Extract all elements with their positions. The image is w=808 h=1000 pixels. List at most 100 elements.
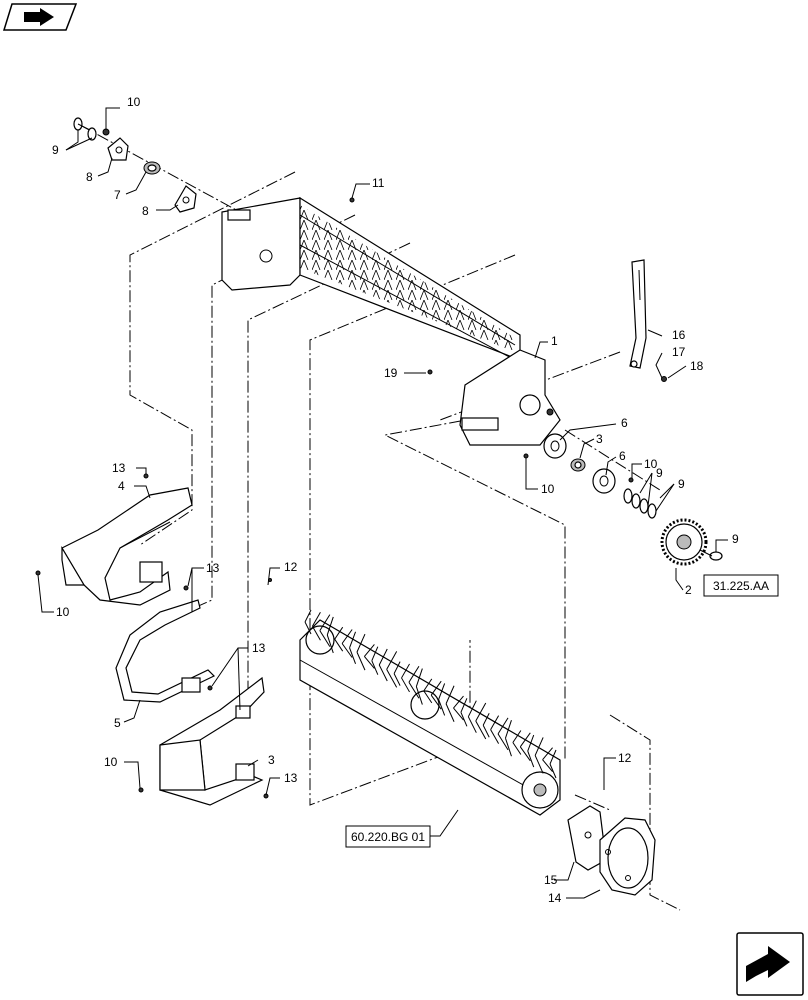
previous-page-arrow-icon[interactable] xyxy=(2,3,78,31)
upper-shield xyxy=(61,487,193,606)
end-plate-14 xyxy=(599,817,656,896)
rotor-tine xyxy=(519,732,531,748)
rotor-tine xyxy=(527,750,535,768)
callout-4: 4 xyxy=(118,479,125,493)
callout-9: 9 xyxy=(732,532,739,546)
rotor-tine xyxy=(519,746,531,762)
pin-hardware xyxy=(73,117,110,141)
callout-9: 9 xyxy=(678,477,685,491)
callout-13: 13 xyxy=(112,461,126,475)
spring-washers xyxy=(623,477,657,519)
rotor-tine xyxy=(423,678,433,692)
rotor-tine xyxy=(378,664,388,682)
rotor-tine xyxy=(542,747,553,761)
rotor-tine xyxy=(371,660,379,675)
reference-label-sprocket: 31.225.AA xyxy=(713,579,769,593)
rotor-tine xyxy=(497,733,509,751)
rotor-tine xyxy=(467,716,477,733)
rotor-tine xyxy=(356,633,366,653)
rotor-tine xyxy=(423,690,433,704)
rotor-tine xyxy=(549,763,557,779)
rotor-tine xyxy=(467,700,477,717)
rotor-tine xyxy=(341,629,353,644)
callout-11: 11 xyxy=(372,176,385,190)
reference-box-rotor[interactable]: 60.220.BG 01 xyxy=(345,825,431,848)
lower-shield xyxy=(159,676,265,806)
rotor-tine xyxy=(349,647,357,664)
callout-3: 3 xyxy=(268,753,275,767)
rotor-tine xyxy=(534,737,544,756)
leader-lines xyxy=(37,107,728,899)
rotor-tine xyxy=(364,644,375,657)
callout-10: 10 xyxy=(56,605,70,619)
rotor-tine xyxy=(542,759,553,773)
callout-10: 10 xyxy=(127,95,141,109)
rotor-tine xyxy=(304,621,312,635)
rotor-tine xyxy=(393,673,401,686)
rotor-tine xyxy=(460,698,468,713)
rotor-tine xyxy=(475,720,487,740)
callout-10: 10 xyxy=(644,457,658,471)
rotor-tine xyxy=(319,630,331,647)
rotor-tine xyxy=(364,656,375,669)
part-callouts: 10 9 8 7 8 11 19 1 16 17 18 6 3 6 10 9 9… xyxy=(52,95,739,905)
rotor-tine xyxy=(311,612,321,627)
rotor-tine xyxy=(304,609,312,623)
rotor-tine xyxy=(504,738,512,757)
rotor-tine xyxy=(349,631,357,648)
drive-flange-2 xyxy=(592,468,616,494)
rotor-tine xyxy=(415,686,423,705)
lever-arm xyxy=(629,259,667,382)
rotor-tine xyxy=(453,695,464,709)
rotor-tine xyxy=(512,730,522,743)
reference-label-rotor: 60.220.BG 01 xyxy=(351,830,425,844)
rotor-tine xyxy=(393,661,401,674)
rotor-tine xyxy=(453,707,464,721)
main-frame-assembly xyxy=(221,196,561,446)
callout-15: 15 xyxy=(544,873,558,887)
callout-9: 9 xyxy=(656,466,663,480)
rotor-tine xyxy=(438,699,446,716)
drive-sprocket xyxy=(660,518,723,566)
rotor-tine xyxy=(512,742,522,755)
rotor-tine xyxy=(445,685,455,704)
callout-5: 5 xyxy=(114,716,121,730)
rotor-tine xyxy=(438,683,446,700)
callout-2: 2 xyxy=(685,583,692,597)
callout-17: 17 xyxy=(672,345,686,359)
rotor-tine xyxy=(490,729,500,744)
callout-16: 16 xyxy=(672,328,686,342)
rotor-tine xyxy=(326,616,334,636)
rotor-tine xyxy=(482,713,490,726)
rotor-tine xyxy=(401,677,410,693)
callout-7: 7 xyxy=(114,188,121,202)
callout-13: 13 xyxy=(284,771,298,785)
rotor-tine xyxy=(378,648,388,666)
rotor-tine xyxy=(534,755,544,774)
callout-6: 6 xyxy=(619,449,626,463)
rotor-tine xyxy=(319,614,331,631)
rotor-tine xyxy=(460,712,468,727)
callout-12: 12 xyxy=(618,751,632,765)
rotor-tine xyxy=(504,720,512,739)
rotor-tine xyxy=(408,681,420,699)
rotor-tine xyxy=(549,749,557,765)
next-page-arrow-icon[interactable] xyxy=(736,932,804,996)
rotor-tine xyxy=(475,702,487,722)
rotor-tine xyxy=(341,643,353,658)
rotor-tine xyxy=(334,626,344,640)
bracket-lower xyxy=(174,185,197,213)
rotor-tine xyxy=(497,717,509,735)
callout-6: 6 xyxy=(621,416,628,430)
rotor-tine xyxy=(430,694,442,710)
rotor-tine xyxy=(311,626,321,641)
rotor-assembly xyxy=(299,609,561,816)
callout-10: 10 xyxy=(541,482,555,496)
callout-3: 3 xyxy=(596,432,603,446)
callout-19: 19 xyxy=(384,366,398,380)
rotor-tine xyxy=(430,680,442,696)
reference-box-sprocket[interactable]: 31.225.AA xyxy=(703,574,779,597)
rotor-tine xyxy=(386,651,398,670)
callout-8: 8 xyxy=(86,170,93,184)
callout-8: 8 xyxy=(142,204,149,218)
